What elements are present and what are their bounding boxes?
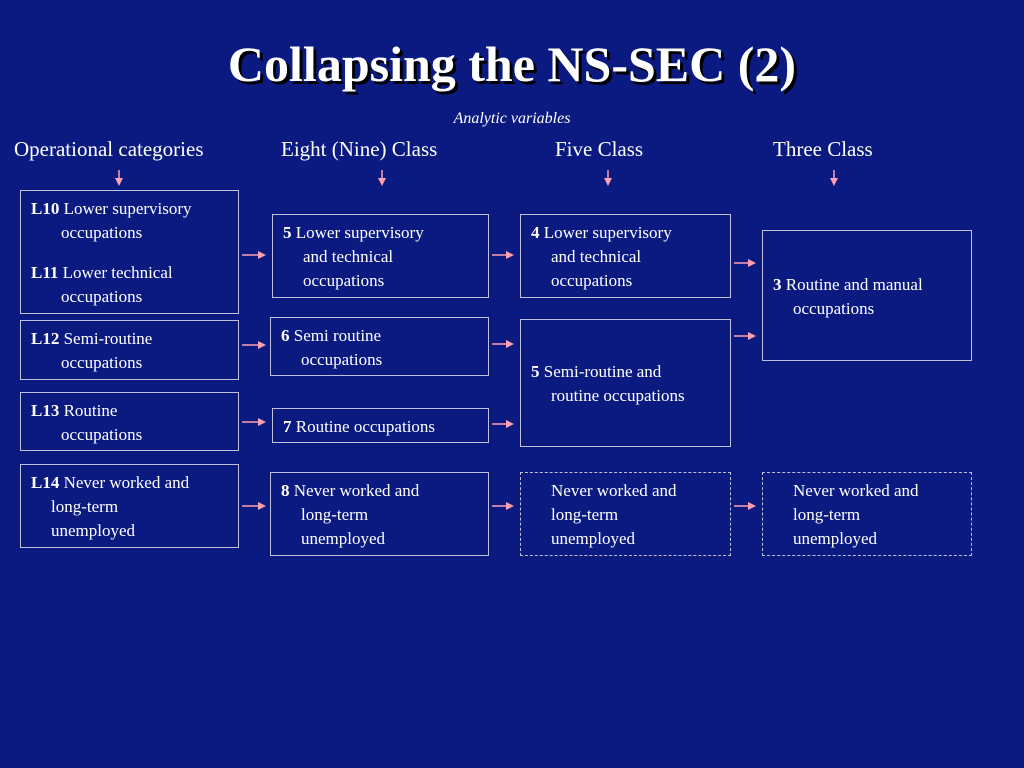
code-five-4: 4 xyxy=(531,223,540,242)
code-l11: L11 xyxy=(31,263,59,282)
box-five-class-5: 5 Semi-routine and routine occupations xyxy=(520,319,731,447)
code-five-5: 5 xyxy=(531,362,540,381)
box-eight-class-8: 8 Never worked and long-term unemployed xyxy=(270,472,489,556)
label-l13-line1: Routine xyxy=(63,401,118,420)
subtitle: Analytic variables xyxy=(453,110,571,127)
label-eight-5-line2: and technical xyxy=(303,247,394,266)
code-l13: L13 xyxy=(31,401,60,420)
label-three-3-line1: Routine and manual xyxy=(785,275,923,294)
box-eight-class-6: 6 Semi routine occupations xyxy=(270,317,489,376)
label-l14-line3: unemployed xyxy=(51,521,136,540)
box-l10-l11: L10 Lower supervisory occupations L11 Lo… xyxy=(20,190,239,314)
label-eight-5-line1: Lower supervisory xyxy=(295,223,424,242)
label-l11-line2: occupations xyxy=(61,287,143,306)
code-three-3: 3 xyxy=(773,275,782,294)
box-eight-class-5: 5 Lower supervisory and technical occupa… xyxy=(272,214,489,298)
column-header-eight-class: Eight (Nine) Class xyxy=(281,137,438,161)
box-l14: L14 Never worked and long-term unemploye… xyxy=(20,464,239,548)
label-five-5-line1: Semi-routine and xyxy=(543,362,662,381)
label-l14-line2: long-term xyxy=(51,497,119,516)
code-eight-8: 8 xyxy=(281,481,290,500)
box-l12: L12 Semi-routine occupations xyxy=(20,320,239,380)
label-l12-line2: occupations xyxy=(61,353,143,372)
code-eight-6: 6 xyxy=(281,326,290,345)
box-five-class-4: 4 Lower supervisory and technical occupa… xyxy=(520,214,731,298)
label-three-nw-line2: long-term xyxy=(793,505,861,524)
label-five-4-line2: and technical xyxy=(551,247,642,266)
column-header-three-class: Three Class xyxy=(773,137,873,161)
label-l10-line1: Lower supervisory xyxy=(63,199,192,218)
code-eight-7: 7 xyxy=(283,417,292,436)
label-eight-5-line3: occupations xyxy=(303,271,385,290)
label-three-nw-line3: unemployed xyxy=(793,529,878,548)
code-l12: L12 xyxy=(31,329,60,348)
label-l13-line2: occupations xyxy=(61,425,143,444)
column-header-five-class: Five Class xyxy=(555,137,644,161)
label-five-4-line3: occupations xyxy=(551,271,633,290)
label-eight-8-line3: unemployed xyxy=(301,529,386,548)
box-five-class-never-worked: Never worked and long-term unemployed xyxy=(520,472,731,556)
label-eight-6-line2: occupations xyxy=(301,350,383,369)
label-l11-line1: Lower technical xyxy=(62,263,173,282)
page-title: Collapsing the NS-SEC (2) xyxy=(227,36,797,92)
label-l10-line2: occupations xyxy=(61,223,143,242)
label-eight-6-line1: Semi routine xyxy=(293,326,382,345)
label-three-3-line2: occupations xyxy=(793,299,875,318)
code-l10: L10 xyxy=(31,199,60,218)
code-eight-5: 5 xyxy=(283,223,292,242)
label-eight-7-line1: Routine occupations xyxy=(295,417,436,436)
label-five-5-line2: routine occupations xyxy=(551,386,685,405)
box-three-class-never-worked: Never worked and long-term unemployed xyxy=(762,472,972,556)
box-eight-class-7: 7 Routine occupations xyxy=(272,408,489,443)
code-l14: L14 xyxy=(31,473,60,492)
label-l12-line1: Semi-routine xyxy=(63,329,153,348)
label-five-nw-line2: long-term xyxy=(551,505,619,524)
label-eight-8-line2: long-term xyxy=(301,505,369,524)
box-three-class-3: 3 Routine and manual occupations xyxy=(762,230,972,361)
label-l14-line1: Never worked and xyxy=(63,473,190,492)
label-eight-8-line1: Never worked and xyxy=(293,481,420,500)
label-three-nw-line1: Never worked and xyxy=(793,481,919,500)
label-five-4-line1: Lower supervisory xyxy=(543,223,672,242)
label-five-nw-line3: unemployed xyxy=(551,529,636,548)
column-header-operational: Operational categories xyxy=(14,137,204,161)
label-five-nw-line1: Never worked and xyxy=(551,481,677,500)
box-l13: L13 Routine occupations xyxy=(20,392,239,451)
